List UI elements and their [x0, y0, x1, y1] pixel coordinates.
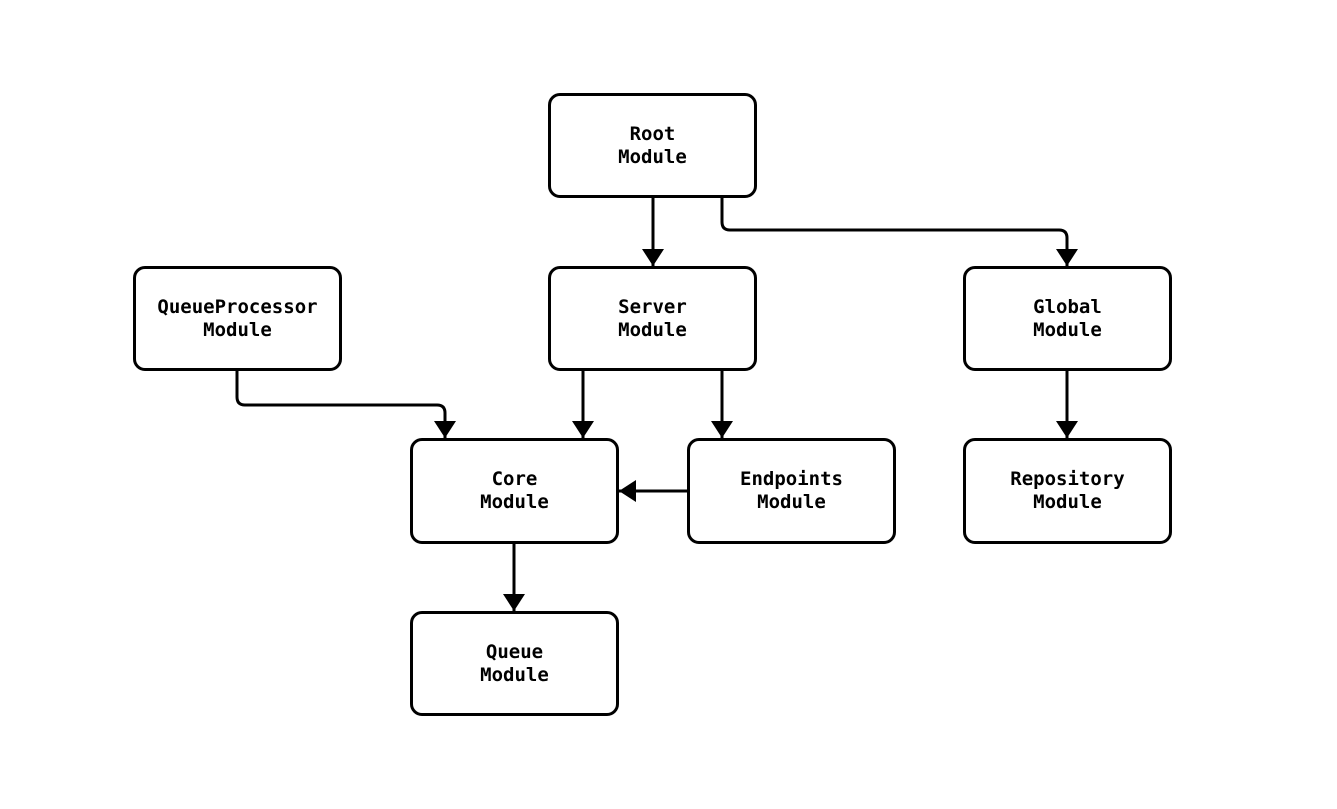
- node-label: Root Module: [618, 122, 687, 168]
- node-label: Queue Module: [480, 640, 549, 686]
- node-queueprocessor-module: QueueProcessor Module: [133, 266, 342, 371]
- node-root-module: Root Module: [548, 93, 757, 198]
- node-repository-module: Repository Module: [963, 438, 1172, 544]
- node-label: Global Module: [1033, 295, 1102, 341]
- edge-root-to-global: [720, 198, 1078, 266]
- node-label: Repository Module: [1010, 468, 1125, 513]
- node-server-module: Server Module: [548, 266, 757, 371]
- edge-queueprocessor-to-core: [235, 371, 456, 438]
- node-label: Core Module: [480, 468, 549, 513]
- edge-group: [235, 198, 1078, 611]
- node-label: Server Module: [618, 295, 687, 341]
- node-label: QueueProcessor Module: [157, 295, 318, 341]
- node-core-module: Core Module: [410, 438, 619, 544]
- node-endpoints-module: Endpoints Module: [687, 438, 896, 544]
- node-global-module: Global Module: [963, 266, 1172, 371]
- node-queue-module: Queue Module: [410, 611, 619, 716]
- node-label: Endpoints Module: [740, 468, 843, 513]
